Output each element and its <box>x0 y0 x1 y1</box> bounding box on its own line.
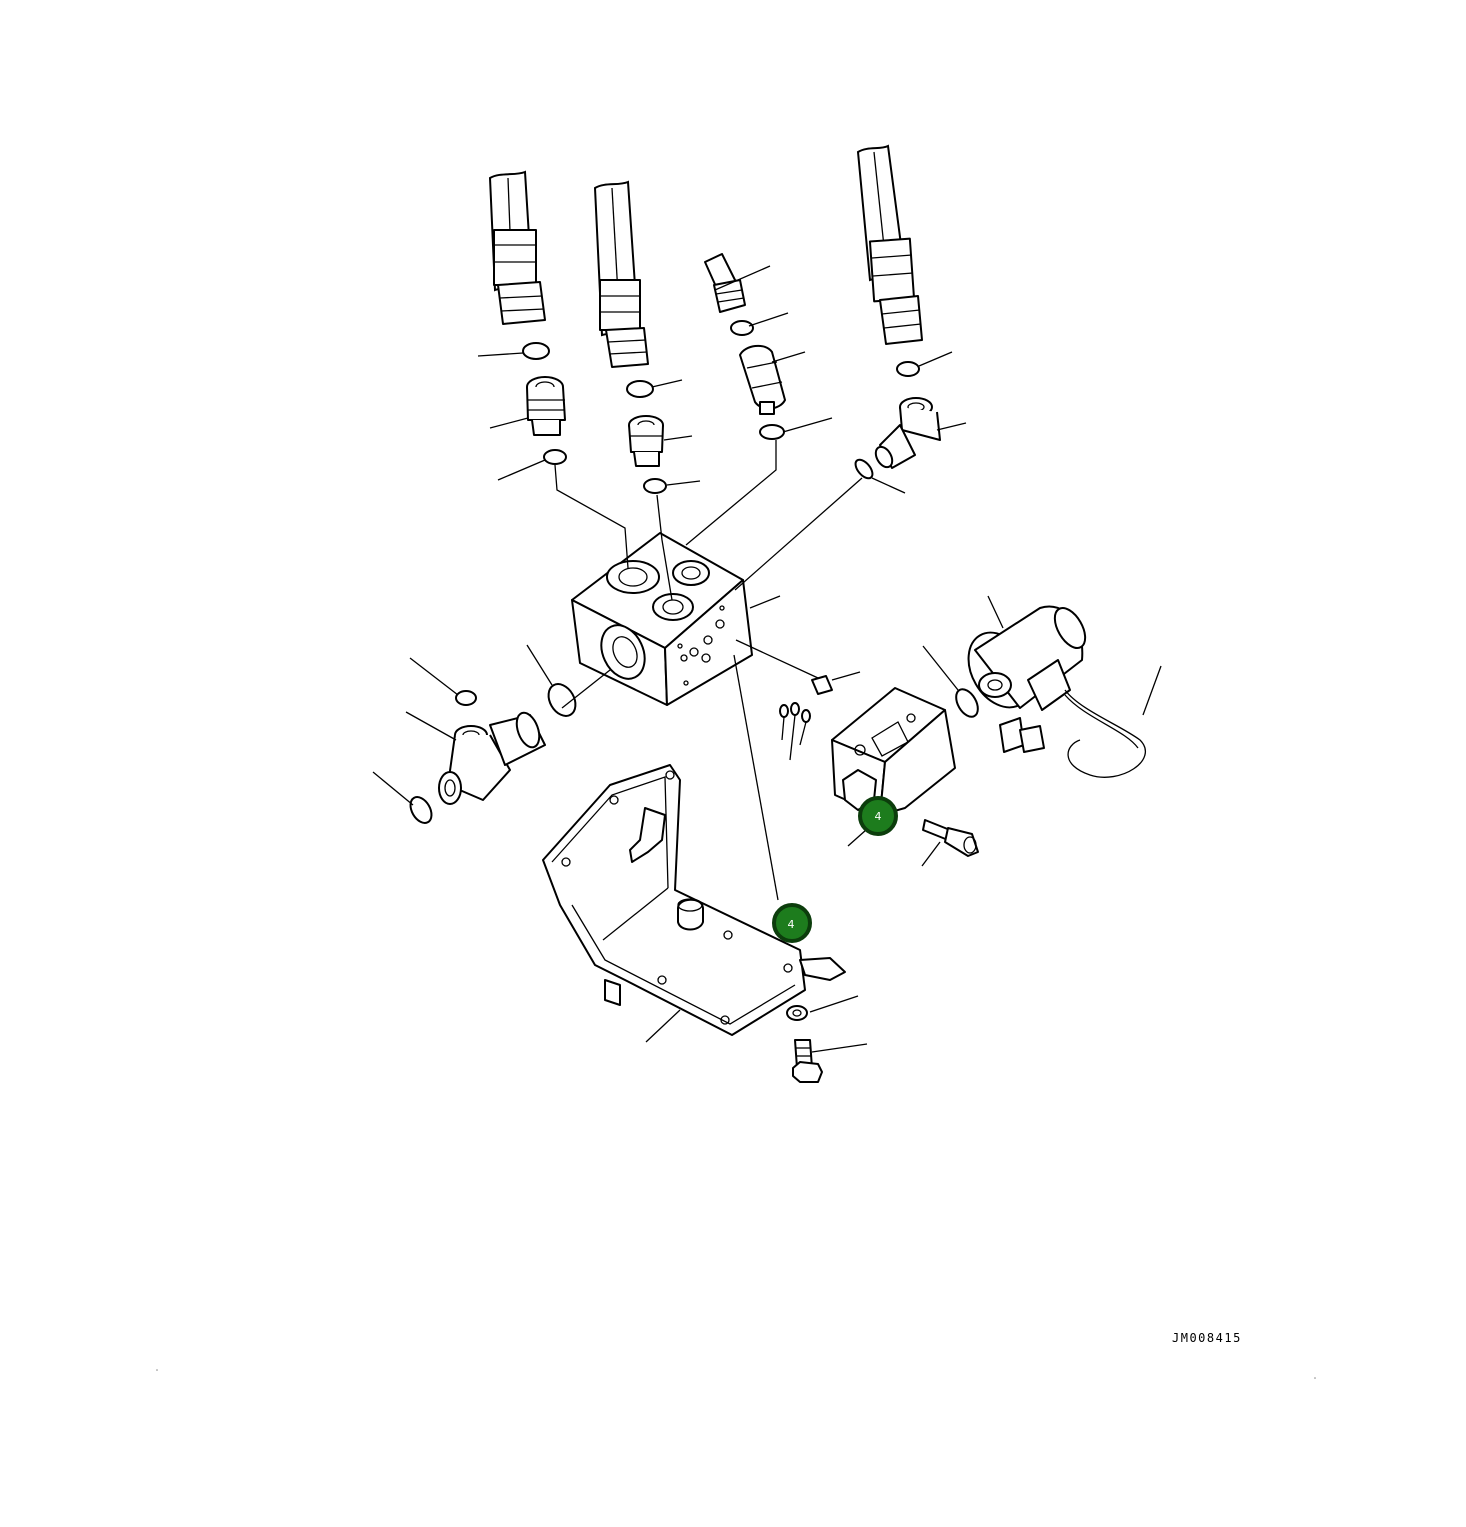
fitting-left <box>526 376 566 436</box>
callout-balloon-4-solenoid[interactable]: 4 <box>858 796 898 836</box>
callout-balloon-4-bracket[interactable]: 4 <box>772 903 812 943</box>
solenoid-coil <box>967 605 1147 778</box>
elbow-fitting-right <box>874 397 941 469</box>
fitting-middle <box>628 415 664 467</box>
valve-block <box>571 532 753 706</box>
scan-speck <box>1314 1377 1316 1379</box>
hose-right <box>856 144 923 345</box>
hex-bolt <box>792 1039 823 1083</box>
leader-lines <box>372 265 1162 1053</box>
callout-label: 4 <box>875 810 882 823</box>
plug-fitting <box>739 344 786 415</box>
callout-label: 4 <box>788 918 795 931</box>
scan-speck <box>156 1369 158 1371</box>
hose-left <box>488 170 546 325</box>
mounting-bracket <box>542 764 846 1036</box>
o-rings <box>409 320 979 1021</box>
drawing-code-label: JM008415 <box>1172 1331 1242 1345</box>
elbow-fitting-left <box>438 711 546 805</box>
hose-middle <box>593 180 649 368</box>
pressure-sensor <box>704 253 746 313</box>
socket-bolt <box>922 819 979 857</box>
electrical-terminals <box>779 675 833 761</box>
solenoid-block <box>831 687 956 816</box>
